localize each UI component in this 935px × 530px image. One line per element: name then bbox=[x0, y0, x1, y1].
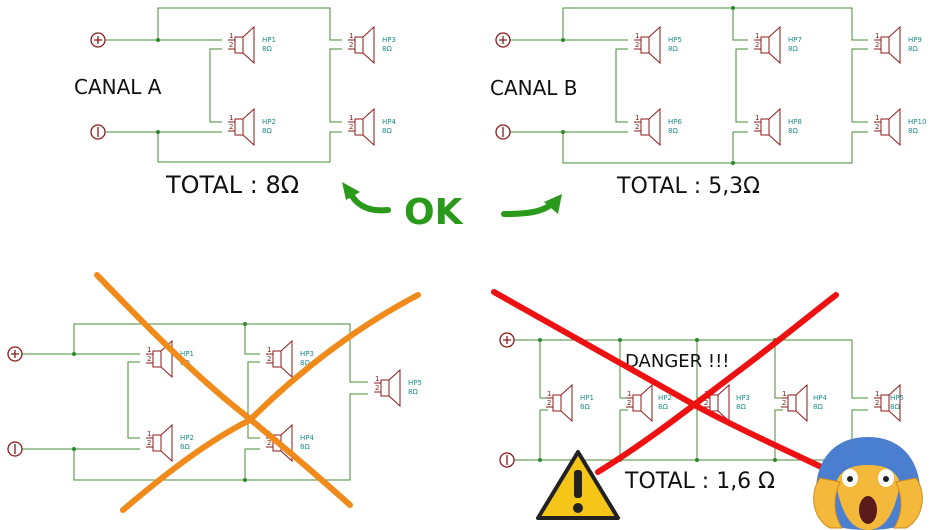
speaker-hp2: HP2 8Ω bbox=[625, 384, 672, 422]
speaker-value: 8Ω bbox=[180, 443, 190, 451]
diagram-canal-b: HP5 8Ω HP6 8Ω HP7 8Ω HP8 8Ω HP9 8Ω HP10 … bbox=[490, 6, 926, 199]
screaming-face-emoji-icon bbox=[813, 437, 923, 530]
minus-terminal-icon bbox=[495, 124, 511, 140]
minus-terminal-icon bbox=[90, 124, 106, 140]
speaker-value: 8Ω bbox=[408, 388, 418, 396]
speaker-value: 8Ω bbox=[300, 443, 310, 451]
speaker-value: 8Ω bbox=[788, 127, 798, 135]
speaker-ref: HP4 bbox=[300, 434, 314, 442]
speaker-value: 8Ω bbox=[658, 403, 668, 411]
speaker-value: 8Ω bbox=[890, 403, 900, 411]
speaker-ref: HP2 bbox=[180, 434, 194, 442]
speaker-value: 8Ω bbox=[813, 403, 823, 411]
speaker-hp6: HP6 8Ω bbox=[633, 108, 682, 146]
speaker-hp8: HP8 8Ω bbox=[753, 108, 802, 146]
speaker-value: 8Ω bbox=[580, 403, 590, 411]
minus-terminal-icon bbox=[7, 441, 23, 457]
speaker-ref: HP3 bbox=[382, 36, 396, 44]
arrow-head bbox=[544, 194, 562, 214]
speaker-hp4: HP4 8Ω bbox=[347, 108, 396, 146]
speaker-value: 8Ω bbox=[668, 127, 678, 135]
speaker-hp2: HP2 8Ω bbox=[145, 424, 194, 462]
canal-a-total: TOTAL : 8Ω bbox=[165, 171, 299, 199]
diagram-danger: HP1 8Ω HP2 8Ω HP3 8Ω HP4 8Ω HP5 8Ω DANGE… bbox=[491, 289, 923, 530]
speaker-hp10: HP10 8Ω bbox=[873, 108, 926, 146]
speaker-value: 8Ω bbox=[736, 403, 746, 411]
speaker-ref: HP5 bbox=[408, 379, 422, 387]
plus-terminal-icon bbox=[499, 332, 515, 348]
speaker-ref: HP7 bbox=[788, 36, 802, 44]
speaker-value: 8Ω bbox=[788, 45, 798, 53]
speaker-ref: HP2 bbox=[262, 118, 276, 126]
speaker-ref: HP4 bbox=[813, 394, 827, 402]
plus-terminal-icon bbox=[7, 346, 23, 362]
speaker-value: 8Ω bbox=[908, 127, 918, 135]
minus-terminal-icon bbox=[499, 452, 515, 468]
speaker-ref: HP9 bbox=[908, 36, 922, 44]
canal-b-label: CANAL B bbox=[490, 76, 578, 100]
ok-label: OK bbox=[404, 192, 464, 233]
plus-terminal-icon bbox=[90, 32, 106, 48]
speaker-ref: HP5 bbox=[890, 394, 904, 402]
speaker-value: 8Ω bbox=[668, 45, 678, 53]
speaker-ref: HP1 bbox=[580, 394, 594, 402]
canal-b-total: TOTAL : 5,3Ω bbox=[616, 174, 760, 199]
speaker-hp7: HP7 8Ω bbox=[753, 26, 802, 64]
speaker-hp1: HP1 8Ω bbox=[545, 384, 594, 422]
diagram-canal-a: HP1 8Ω HP2 8Ω HP3 8Ω HP4 8Ω CANAL A TOTA… bbox=[74, 7, 396, 199]
danger-total: TOTAL : 1,6 Ω bbox=[624, 469, 775, 494]
speaker-ref: HP8 bbox=[788, 118, 802, 126]
speaker-value: 8Ω bbox=[300, 359, 310, 367]
speaker-ref: HP4 bbox=[382, 118, 396, 126]
ok-indicator: OK bbox=[342, 182, 562, 233]
speaker-hp5: HP5 8Ω bbox=[873, 384, 904, 422]
speaker-value: 8Ω bbox=[908, 45, 918, 53]
curved-arrow-icon bbox=[501, 201, 555, 217]
speaker-hp9: HP9 8Ω bbox=[873, 26, 922, 64]
red-cross-mark bbox=[491, 289, 871, 493]
speaker-ref: HP3 bbox=[300, 350, 314, 358]
curved-arrow-icon bbox=[347, 189, 391, 214]
speaker-hp1: HP1 8Ω bbox=[227, 26, 276, 64]
diagram-wrong-config-1: HP1 8Ω HP2 8Ω HP3 8Ω HP4 8Ω HP5 8Ω bbox=[7, 272, 422, 513]
speaker-hp2: HP2 8Ω bbox=[227, 108, 276, 146]
speaker-hp4: HP4 8Ω bbox=[780, 384, 827, 422]
speaker-value: 8Ω bbox=[382, 127, 392, 135]
speaker-hp3: HP3 8Ω bbox=[265, 340, 314, 378]
speaker-ref: HP10 bbox=[908, 118, 926, 126]
warning-triangle-icon bbox=[536, 450, 620, 520]
red-cross-mark bbox=[595, 292, 839, 475]
speaker-ref: HP6 bbox=[668, 118, 682, 126]
speaker-hp3: HP3 8Ω bbox=[347, 26, 396, 64]
speaker-hp5: HP5 8Ω bbox=[373, 369, 422, 407]
canal-a-label: CANAL A bbox=[74, 75, 162, 99]
plus-terminal-icon bbox=[495, 32, 511, 48]
speaker-ref: HP5 bbox=[668, 36, 682, 44]
danger-label: DANGER !!! bbox=[625, 351, 730, 372]
speaker-value: 8Ω bbox=[382, 45, 392, 53]
speaker-ref: HP2 bbox=[658, 394, 672, 402]
orange-cross-mark bbox=[94, 272, 353, 508]
speaker-ref: HP1 bbox=[180, 350, 194, 358]
speaker-value: 8Ω bbox=[262, 127, 272, 135]
speaker-ref: HP1 bbox=[262, 36, 276, 44]
speaker-hp5: HP5 8Ω bbox=[633, 26, 682, 64]
orange-cross-mark bbox=[120, 292, 421, 513]
speaker-ref: HP3 bbox=[736, 394, 750, 402]
speaker-value: 8Ω bbox=[262, 45, 272, 53]
speaker-hp4: HP4 8Ω bbox=[265, 424, 314, 462]
speaker-hp3: HP3 8Ω bbox=[702, 384, 750, 422]
arrow-head bbox=[342, 182, 360, 200]
